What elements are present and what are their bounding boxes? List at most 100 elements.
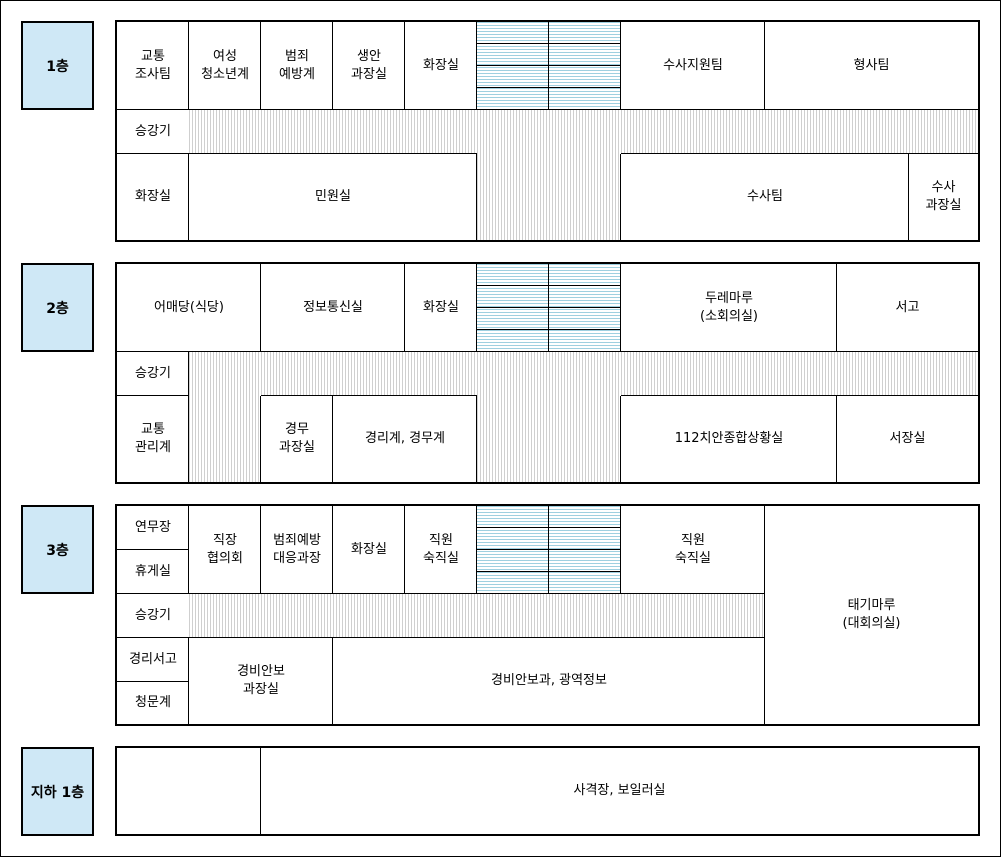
wall: [404, 264, 405, 352]
floor-plan-3f: 연무장 휴게실 직장 협의회 범죄예방 대응과장 화장실 직원 숙직실 직원 숙…: [115, 504, 980, 726]
room-elevator: 승강기: [135, 124, 171, 139]
wall: [836, 396, 837, 482]
stair-line: [477, 329, 621, 330]
wall: [260, 748, 261, 834]
wall: [332, 638, 333, 724]
room-security-division: 경비안보과, 광역정보: [491, 673, 607, 688]
stair-line: [477, 43, 621, 44]
wall: [621, 395, 978, 396]
floor-label-3f: 3층: [21, 505, 94, 594]
room-restroom: 화장실: [423, 300, 459, 315]
hallway-center: [477, 396, 621, 482]
wall: [117, 637, 765, 638]
room-night-duty-2: 직원 숙직실: [675, 533, 711, 566]
wall: [908, 154, 909, 240]
room-shooting-range: 사격장, 보일러실: [573, 783, 666, 798]
room-restroom-2: 화장실: [135, 189, 171, 204]
wall: [404, 22, 405, 110]
room-durae-maru: 두레마루 (소회의실): [700, 291, 758, 324]
floor-plan-2f: 어매당(식당) 정보통신실 화장실 두레마루 (소회의실) 서고 승강기 교통 …: [115, 262, 980, 484]
wall: [548, 506, 549, 594]
wall: [260, 22, 261, 110]
room-crime-response-chief: 범죄예방 대응과장: [273, 533, 321, 566]
wall: [404, 506, 405, 594]
room-workplace-council: 직장 협의회: [207, 533, 243, 566]
staircase: [477, 264, 621, 352]
wall: [836, 264, 837, 352]
room-training: 연무장: [135, 520, 171, 535]
wall: [620, 396, 621, 482]
room-restroom: 화장실: [423, 58, 459, 73]
stair-line: [477, 527, 621, 528]
stair-line: [477, 285, 621, 286]
wall: [188, 352, 189, 482]
room-traffic-investigation: 교통 조사팀: [135, 49, 171, 82]
room-security-chief: 경비안보 과장실: [237, 664, 285, 697]
wall: [621, 153, 978, 154]
wall: [476, 154, 477, 240]
room-women-youth: 여성 청소년계: [201, 49, 249, 82]
room-cafeteria: 어매당(식당): [154, 300, 224, 315]
room-elevator: 승강기: [135, 366, 171, 381]
room-complaint-unit: 청문계: [135, 695, 171, 710]
wall: [476, 396, 477, 482]
hallway: [189, 110, 978, 154]
room-elevator: 승강기: [135, 608, 171, 623]
wall: [117, 593, 765, 594]
wall: [117, 395, 189, 396]
floor-label-b1: 지하 1층: [21, 747, 94, 836]
room-police-affairs-chief: 경무 과장실: [279, 422, 315, 455]
hallway-center: [477, 154, 621, 240]
stair-line: [477, 65, 621, 66]
floor-label-1f: 1층: [21, 21, 94, 110]
wall: [117, 681, 189, 682]
floor-plan-b1: 사격장, 보일러실: [115, 746, 980, 836]
wall: [332, 506, 333, 594]
wall: [261, 395, 477, 396]
room-situation-112: 112치안종합상황실: [674, 431, 784, 446]
wall: [620, 506, 621, 594]
room-traffic-management: 교통 관리계: [135, 422, 171, 455]
wall: [117, 109, 978, 110]
room-chief-office: 서장실: [889, 431, 926, 446]
room-archive: 서고: [895, 300, 920, 315]
wall: [620, 264, 621, 352]
room-investigation-support: 수사지원팀: [663, 58, 723, 73]
hallway-left: [189, 396, 261, 482]
wall: [620, 22, 621, 110]
wall: [332, 22, 333, 110]
room-civil-affairs: 민원실: [315, 189, 351, 204]
hallway: [189, 352, 978, 396]
staircase: [477, 506, 621, 594]
stair-line: [477, 87, 621, 88]
room-taegi-maru: 태기마루 (대회의실): [842, 598, 901, 631]
wall: [117, 549, 189, 550]
wall: [117, 351, 978, 352]
room-restroom: 화장실: [351, 542, 387, 557]
wall: [548, 264, 549, 352]
wall: [332, 396, 333, 482]
stair-line: [477, 549, 621, 550]
wall: [188, 22, 189, 110]
wall: [548, 22, 549, 110]
wall: [764, 22, 765, 110]
wall: [188, 638, 189, 724]
wall: [188, 154, 189, 240]
room-investigation-team: 수사팀: [747, 189, 783, 204]
room-unlabeled: [117, 748, 261, 834]
room-criminal-team: 형사팀: [853, 58, 890, 73]
room-investigation-chief: 수사 과장실: [925, 180, 962, 213]
staircase: [477, 22, 621, 110]
wall: [476, 506, 477, 594]
wall: [620, 154, 621, 240]
wall: [476, 22, 477, 110]
stair-line: [477, 571, 621, 572]
room-accounting-affairs: 경리계, 경무계: [364, 431, 446, 446]
wall: [260, 396, 261, 482]
room-safety-chief: 생안 과장실: [351, 49, 387, 82]
room-info-comm: 정보통신실: [303, 300, 363, 315]
room-lounge: 휴게실: [135, 564, 171, 579]
wall: [188, 506, 189, 594]
wall: [260, 264, 261, 352]
room-accounting-archive: 경리서고: [129, 652, 177, 667]
